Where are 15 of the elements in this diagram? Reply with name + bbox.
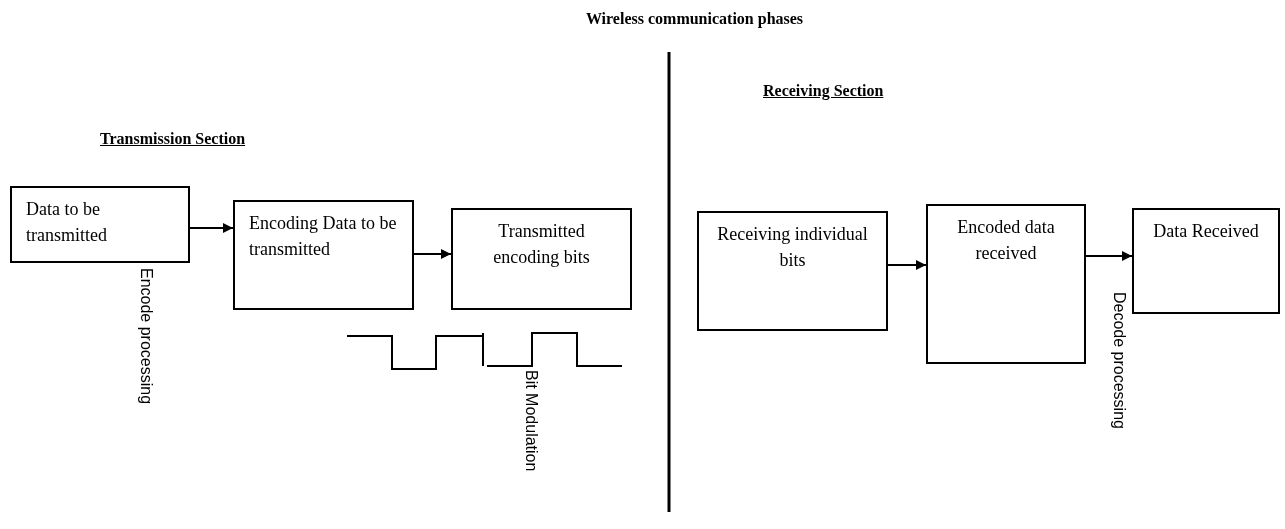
process-box: Data to be transmitted	[10, 186, 190, 263]
diagram-title: Wireless communication phases	[584, 10, 805, 28]
arrow	[887, 260, 927, 270]
process-box: Data Received	[1132, 208, 1280, 314]
process-box: Encoded data received	[926, 204, 1086, 364]
process-box: Receiving individual bits	[697, 211, 888, 331]
arrow	[189, 223, 234, 233]
section-heading: Receiving Section	[763, 82, 884, 100]
process-box: Encoding Data to be transmitted	[233, 200, 414, 310]
arrow	[1085, 251, 1133, 261]
rotated-label: Decode processing	[1110, 292, 1128, 429]
arrow	[413, 249, 452, 259]
section-heading: Transmission Section	[100, 130, 246, 148]
rotated-label: Bit Modulation	[522, 370, 540, 472]
process-box: Transmitted encoding bits	[451, 208, 632, 310]
